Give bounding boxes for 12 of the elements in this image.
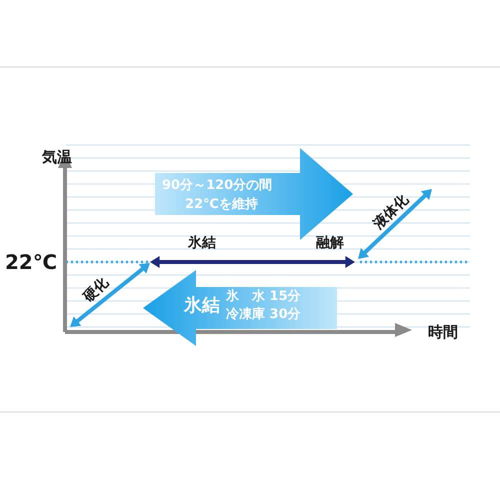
phase-label: 氷結 (188, 236, 216, 250)
phase-label: 液体化 (371, 192, 411, 232)
axis-tick-label: 22℃ (5, 252, 58, 272)
phase-label: 融解 (316, 236, 344, 250)
phase-label: 硬化 (81, 275, 111, 305)
arrow-text: 22℃を維持 (185, 198, 258, 212)
axis-title: 気温 (42, 150, 72, 165)
arrow-text: 冷凍庫 30分 (226, 308, 301, 322)
arrow-text: 氷 水 15分 (226, 290, 301, 304)
axis-title: 時間 (428, 325, 458, 340)
arrow-text: 氷結 (184, 296, 220, 316)
arrow-text: 90分～120分の間 (162, 179, 272, 194)
